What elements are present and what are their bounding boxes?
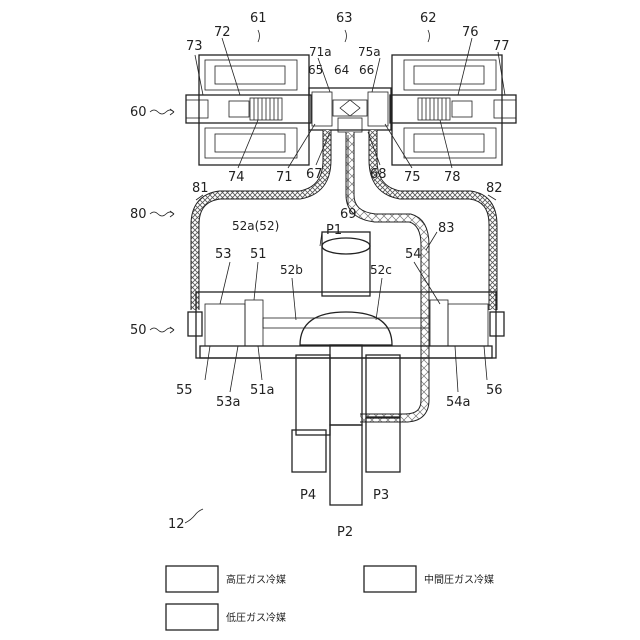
port-p1 xyxy=(322,232,370,296)
label-53a: 53a xyxy=(216,395,241,410)
pilot-valve-block xyxy=(309,88,391,132)
label-64: 64 xyxy=(334,63,349,77)
label-69: 69 xyxy=(340,207,357,222)
legend-label-mid: 中間圧ガス冷媒 xyxy=(424,573,494,586)
label-63: 63 xyxy=(336,11,353,26)
label-80: 80 xyxy=(130,207,147,222)
label-p4: P4 xyxy=(300,488,316,503)
solenoid-left xyxy=(186,55,311,165)
legend-swatch-mid xyxy=(364,566,416,592)
label-75a: 75a xyxy=(358,45,381,59)
label-52a: 52a(52) xyxy=(232,219,279,233)
label-51a: 51a xyxy=(250,383,275,398)
label-12: 12 xyxy=(168,517,185,532)
label-60: 60 xyxy=(130,105,147,120)
port-p2 xyxy=(330,345,362,505)
label-72: 72 xyxy=(214,25,231,40)
label-73: 73 xyxy=(186,39,203,54)
label-81: 81 xyxy=(192,181,209,196)
label-p1: P1 xyxy=(326,223,342,238)
label-52c: 52c xyxy=(370,263,392,277)
label-54: 54 xyxy=(405,247,422,262)
solenoid-right xyxy=(390,55,516,165)
label-75: 75 xyxy=(404,170,421,185)
label-78: 78 xyxy=(444,170,461,185)
label-50: 50 xyxy=(130,323,147,338)
legend-label-high: 高圧ガス冷媒 xyxy=(226,573,286,586)
label-74: 74 xyxy=(228,170,245,185)
label-55: 55 xyxy=(176,383,193,398)
main-valve-body xyxy=(188,292,504,358)
label-61: 61 xyxy=(250,11,267,26)
port-p4 xyxy=(292,355,330,472)
label-65: 65 xyxy=(308,63,323,77)
label-71: 71 xyxy=(276,170,293,185)
label-53: 53 xyxy=(215,247,232,262)
label-67: 67 xyxy=(306,167,323,182)
label-62: 62 xyxy=(420,11,437,26)
legend-label-low: 低圧ガス冷媒 xyxy=(226,611,286,624)
label-66: 66 xyxy=(359,63,374,77)
legend-swatch-low xyxy=(166,604,218,630)
legend-swatch-high xyxy=(166,566,218,592)
label-54a: 54a xyxy=(446,395,471,410)
label-83: 83 xyxy=(438,221,455,236)
label-p2: P2 xyxy=(337,525,353,540)
label-56: 56 xyxy=(486,383,503,398)
label-51: 51 xyxy=(250,247,267,262)
label-77: 77 xyxy=(493,39,510,54)
label-p3: P3 xyxy=(373,488,389,503)
label-52b: 52b xyxy=(280,263,303,277)
label-68: 68 xyxy=(370,167,387,182)
label-82: 82 xyxy=(486,181,503,196)
label-76: 76 xyxy=(462,25,479,40)
legend: 高圧ガス冷媒 中間圧ガス冷媒 低圧ガス冷媒 xyxy=(166,566,494,630)
label-71a: 71a xyxy=(309,45,332,59)
